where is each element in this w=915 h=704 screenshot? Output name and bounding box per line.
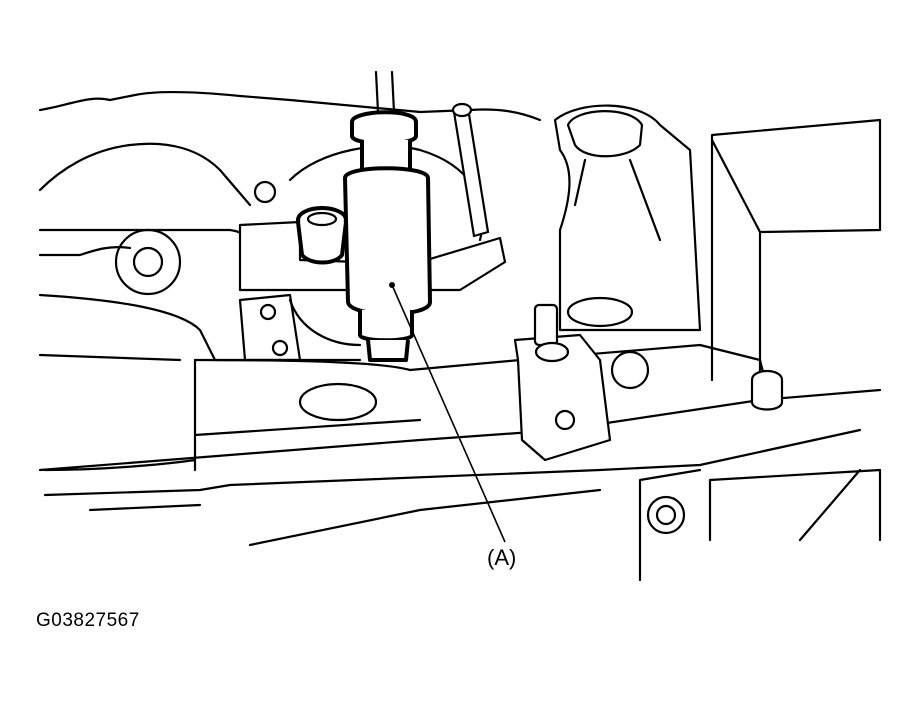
lower-bolt-outer <box>646 495 686 535</box>
right-lower-panel <box>708 468 882 542</box>
pump-mount-neck <box>533 303 559 347</box>
right-side-bolt <box>750 369 784 411</box>
bracket-bolt-1 <box>259 303 277 321</box>
coolant-cap <box>566 296 634 328</box>
tool-top-collar <box>350 110 418 146</box>
lower-left-bracket <box>238 293 302 362</box>
callout-label-a: (A) <box>487 545 517 570</box>
left-housing <box>38 228 260 257</box>
upper-left-panel <box>38 142 252 207</box>
tool-cylinder <box>343 166 432 316</box>
pump-mount <box>513 333 612 462</box>
callout-leader-line <box>391 284 506 543</box>
pump-mount-bolt <box>554 409 576 431</box>
bracket-bolt-2 <box>271 339 289 357</box>
filler-cap-body <box>296 221 348 265</box>
figure-id: G03827567 <box>36 610 140 631</box>
left-intake-tube <box>38 293 362 362</box>
left-pulley-outer <box>114 228 182 296</box>
reservoir-neck <box>573 158 662 242</box>
lower-bolt-inner <box>655 504 677 526</box>
reservoir <box>553 104 702 332</box>
tool-nozzle <box>366 339 410 362</box>
battery-box <box>710 118 882 402</box>
reservoir-cap <box>566 110 644 158</box>
dipstick <box>452 106 490 238</box>
right-sensor <box>610 350 650 390</box>
cross-member-top <box>193 343 772 402</box>
dipstick-handle <box>451 102 473 118</box>
vacuum-hose <box>374 70 396 114</box>
cross-member-hole <box>298 382 378 422</box>
pump-mount-cap <box>534 341 570 363</box>
small-bolt-left <box>253 180 277 204</box>
upper-contour <box>38 90 542 122</box>
filler-cap-inner <box>306 211 338 227</box>
lower-body <box>43 428 862 582</box>
left-pulley-inner <box>132 246 164 278</box>
